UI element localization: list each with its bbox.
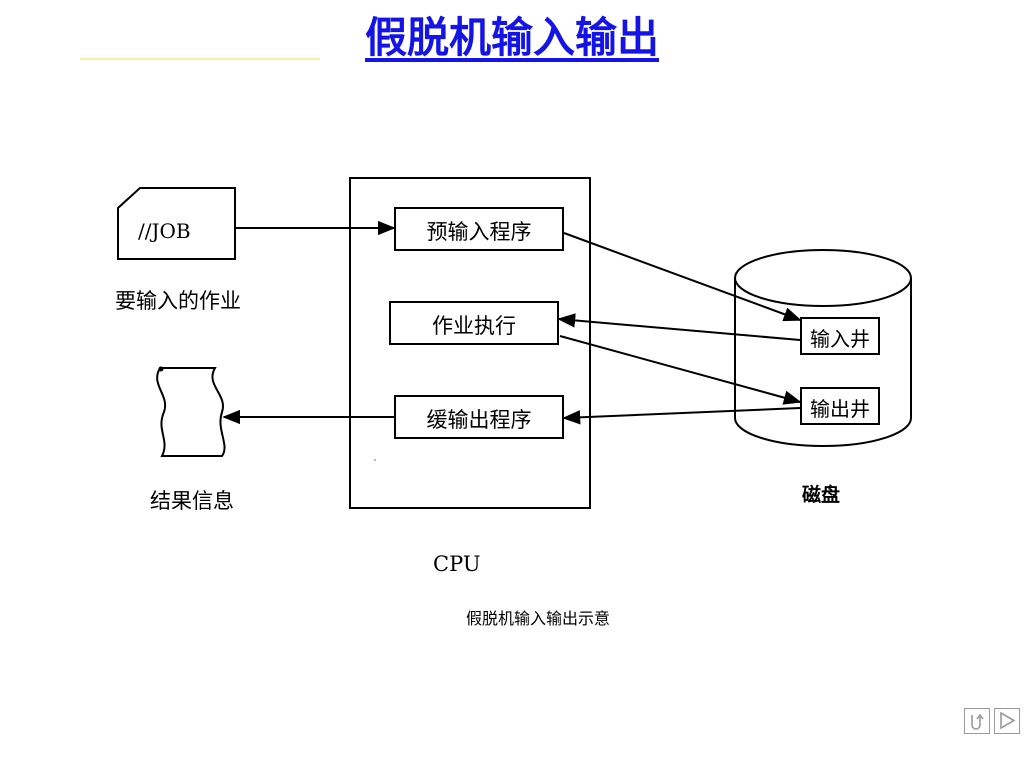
result-label: 结果信息 (150, 489, 234, 513)
arrow-execute-to-output-well (559, 335, 802, 405)
output-well-label: 输出井 (810, 397, 870, 421)
cpu-speck (374, 459, 376, 461)
result-paper-dot (158, 366, 164, 372)
disk-cylinder-top (734, 249, 912, 307)
job-label: 要输入的作业 (115, 289, 241, 313)
cpu-label: CPU (433, 552, 481, 576)
arrow-spool-in-to-input-well (563, 232, 802, 322)
result-paper-shape (156, 367, 226, 457)
play-triangle-icon (1000, 711, 1016, 730)
job-execute-label: 作业执行 (432, 314, 516, 338)
spool-in-program-label: 预输入程序 (426, 220, 532, 244)
arrow-output-well-to-spool-out (562, 407, 801, 425)
arrow-input-well-to-execute (557, 313, 801, 341)
spool-out-program-label: 缓输出程序 (426, 408, 532, 432)
output-well-box (800, 387, 880, 425)
job-card-text: //JOB (138, 219, 191, 243)
diagram-caption: 假脱机输入输出示意 (466, 609, 611, 628)
job-card-shape (117, 187, 236, 260)
page-title: 假脱机输入输出 (364, 13, 659, 62)
spool-out-program-box (394, 395, 564, 439)
input-well-label: 输入井 (810, 327, 870, 351)
return-icon (971, 713, 984, 730)
disk-label: 磁盘 (802, 484, 841, 506)
next-button[interactable] (994, 708, 1020, 734)
return-button[interactable] (964, 708, 990, 734)
input-well-box (800, 317, 880, 355)
title-underline-decoration (80, 58, 320, 60)
